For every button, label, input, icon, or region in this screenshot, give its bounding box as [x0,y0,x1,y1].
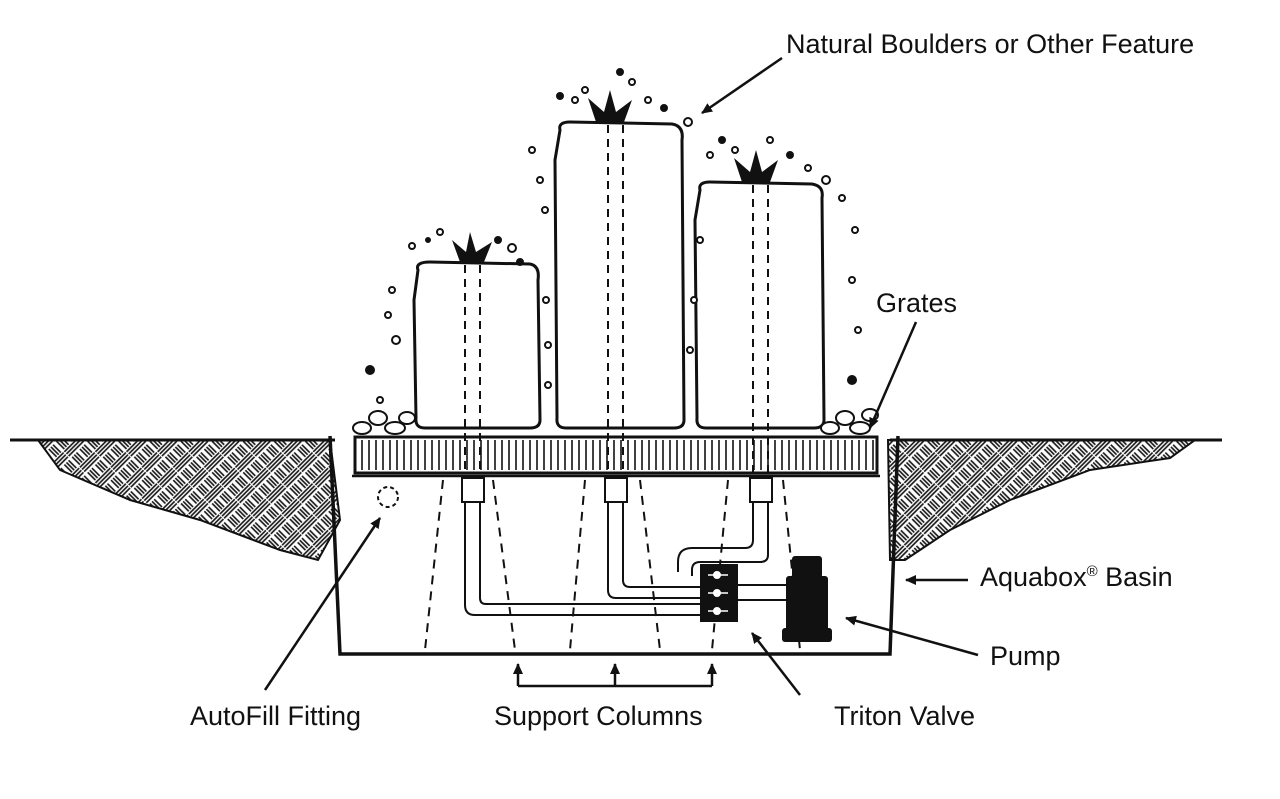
water-droplet [690,296,698,304]
water-droplet [683,117,693,127]
water-droplet [786,151,794,159]
label-basin-main: Aquabox [980,562,1087,592]
water-droplet [544,341,552,349]
water-droplet [644,96,652,104]
leader-arrows [263,56,979,696]
label-support-columns: Support Columns [494,701,703,731]
column-caps [461,477,773,503]
boulder-right [693,180,826,430]
triton-valve [700,564,738,622]
water-droplet [848,276,856,284]
water-droplet [388,286,396,294]
arrow-grates [868,321,918,429]
water-droplet [854,326,862,334]
water-droplet [838,194,846,202]
water-droplet [706,151,714,159]
water-droplet [571,96,579,104]
arrow-boulders [701,56,783,115]
pipes [464,500,788,616]
soil-right [886,439,1199,561]
ground [10,438,1222,562]
water-droplet [851,226,859,234]
label-triton-valve: Triton Valve [834,701,976,731]
water-droplet [542,296,550,304]
water-droplet [365,365,375,375]
aquabox-basin [328,435,900,656]
arrow-autofill [263,517,382,691]
water-droplet [425,237,431,243]
pebbles [352,408,879,435]
water-droplet [436,228,444,236]
soil-left [36,439,342,562]
water-droplet [804,164,812,172]
water-droplet [507,243,517,253]
label-pump: Pump [990,641,1061,671]
label-basin-tail: Basin [1097,562,1173,592]
water-droplet [581,86,589,94]
label-grates: Grates [876,288,958,318]
water-droplet [686,346,694,354]
water-droplet [766,136,774,144]
autofill-fitting [377,486,399,508]
water-droplet [544,381,552,389]
water-droplet [660,104,668,112]
water-droplet [556,92,564,100]
label-boulders: Natural Boulders or Other Feature [786,29,1195,59]
boulder-left [412,260,542,430]
water-droplet [384,311,392,319]
water-droplet [847,375,857,385]
pump [782,556,832,642]
water-droplet [628,78,636,86]
plant-sprouts [452,90,778,262]
water-droplet [696,236,704,244]
water-droplet [731,146,739,154]
water-droplet [391,335,401,345]
label-basin-reg: ® [1086,563,1098,580]
support-columns [424,479,801,651]
water-droplets [365,68,862,404]
label-autofill-fitting: AutoFill Fitting [190,701,362,731]
water-droplet [718,136,726,144]
arrow-valve [751,632,801,696]
water-droplet [408,242,416,250]
arrow-pump [845,615,979,657]
water-droplet [616,68,624,76]
water-droplet [376,396,384,404]
water-droplet [528,146,536,154]
label-aquabox-basin: Aquabox® Basin [980,564,1173,591]
water-droplet [516,258,524,266]
water-droplet [494,236,502,244]
boulders [412,120,826,430]
boulder-pipes [464,125,769,478]
grates [352,435,880,478]
boulder-middle [553,120,686,430]
water-droplet [821,175,831,185]
water-droplet [541,206,549,214]
water-droplet [536,176,544,184]
